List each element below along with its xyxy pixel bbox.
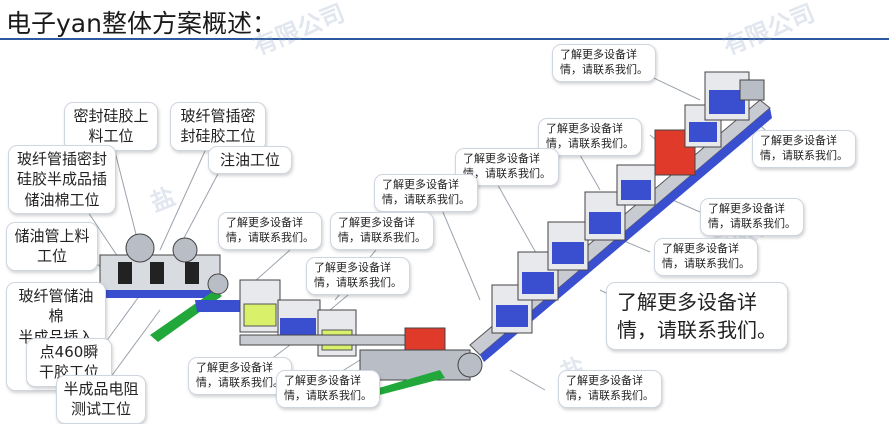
station-label: 玻纤管插密封硅胶半成品插储油棉工位 [8,145,116,214]
diagonal-stations [491,71,765,334]
station-label: 储油管上料工位 [6,222,98,271]
left-feeder-cluster [99,233,262,342]
title-underline [0,38,889,40]
contact-callout: 了解更多设备详情，请联系我们。 [306,257,410,295]
station-label: 玻纤管插密封硅胶工位 [170,102,266,151]
contact-callout: 了解更多设备详情，请联系我们。 [374,174,478,212]
contact-callout: 了解更多设备详情，请联系我们。 [752,130,856,168]
station-label: 密封硅胶上料工位 [64,102,158,151]
contact-callout: 了解更多设备详情，请联系我们。 [606,282,788,350]
contact-callout: 了解更多设备详情，请联系我们。 [276,370,380,408]
station-label: 半成品电阻测试工位 [56,375,146,424]
contact-callout: 了解更多设备详情，请联系我们。 [188,357,292,395]
contact-callout: 了解更多设备详情，请联系我们。 [455,148,559,186]
contact-callout: 了解更多设备详情，请联系我们。 [218,212,322,250]
contact-callout: 了解更多设备详情，请联系我们。 [330,212,434,250]
contact-callout: 了解更多设备详情，请联系我们。 [700,198,804,236]
station-label: 注油工位 [208,146,292,175]
contact-callout: 了解更多设备详情，请联系我们。 [558,370,662,408]
page-title: 电子yan整体方案概述： [6,9,277,38]
contact-callout: 了解更多设备详情，请联系我们。 [654,238,758,276]
contact-callout: 了解更多设备详情，请联系我们。 [552,44,656,82]
